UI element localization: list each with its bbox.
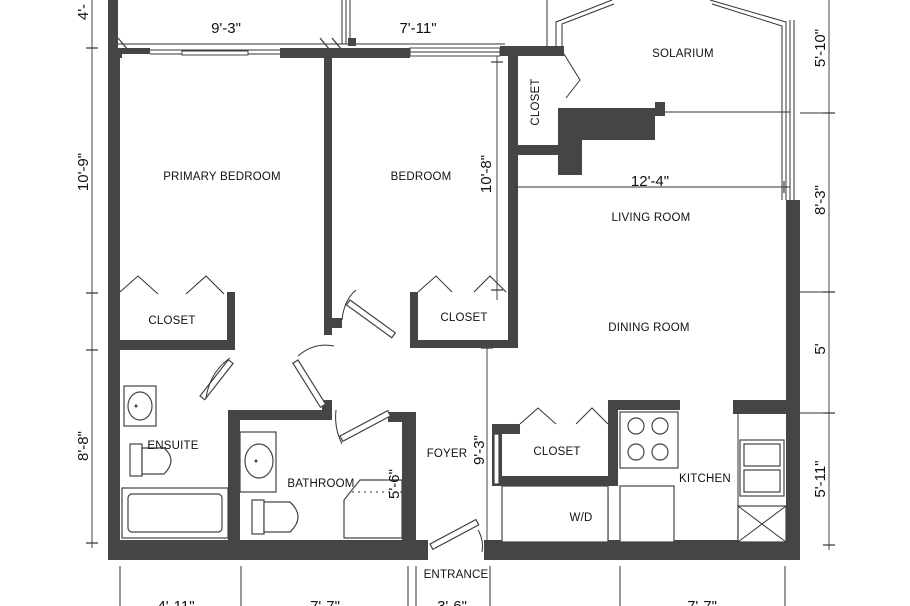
dining-room-label: DINING ROOM bbox=[608, 322, 689, 334]
dim-left-ensuite: 8'-8" bbox=[75, 431, 92, 461]
dim-right-solarium: 5'-10" bbox=[812, 29, 829, 67]
foyer-label: FOYER bbox=[427, 448, 468, 460]
dim-right-kitchen: 5'-11" bbox=[812, 460, 829, 497]
closet-primary-label: CLOSET bbox=[148, 315, 195, 327]
dim-shower: 5'-6" bbox=[386, 469, 403, 499]
dim-top-left-partial: 4'- bbox=[75, 4, 92, 20]
closet-bedroom-label: CLOSET bbox=[440, 312, 487, 324]
wd-label: W/D bbox=[570, 512, 593, 524]
upper-partial-walls bbox=[108, 0, 548, 48]
dimension-labels: 9'-3" 7'-11" 12'-4" 4'- 10'-9" 8'-8" 10'… bbox=[75, 4, 829, 606]
dim-bottom-1: 4'-11" bbox=[157, 598, 194, 606]
dim-living-width: 12'-4" bbox=[631, 173, 669, 190]
solarium-bay bbox=[514, 0, 795, 200]
dim-bottom-4: 7'-7" bbox=[687, 598, 717, 606]
entrance-label: ENTRANCE bbox=[424, 569, 489, 581]
primary-bedroom-label: PRIMARY BEDROOM bbox=[163, 171, 281, 183]
dim-top-primary: 9'-3" bbox=[211, 20, 241, 37]
dim-bedroom-depth: 10'-8" bbox=[478, 155, 495, 193]
windows bbox=[150, 47, 501, 57]
fixtures bbox=[121, 385, 787, 543]
bedroom-label: BEDROOM bbox=[391, 171, 452, 183]
living-room-label: LIVING ROOM bbox=[612, 212, 691, 224]
walls bbox=[108, 46, 800, 560]
dim-top-bedroom: 7'-11" bbox=[399, 20, 436, 37]
room-labels: SOLARIUM PRIMARY BEDROOM BEDROOM CLOSET … bbox=[147, 48, 731, 581]
bathroom-label: BATHROOM bbox=[287, 478, 354, 490]
solarium-label: SOLARIUM bbox=[652, 48, 714, 60]
dim-bottom-3: 3'-6" bbox=[437, 598, 467, 606]
dim-right-dining: 5' bbox=[812, 343, 829, 354]
dim-right-living: 8'-3" bbox=[812, 185, 829, 215]
kitchen-label: KITCHEN bbox=[679, 473, 731, 485]
doors bbox=[119, 53, 609, 553]
closet-top-label: CLOSET bbox=[530, 78, 542, 125]
dim-foyer-depth: 9'-3" bbox=[471, 435, 488, 465]
closet-foyer-label: CLOSET bbox=[533, 446, 580, 458]
ensuite-label: ENSUITE bbox=[147, 440, 198, 452]
dim-left-primary: 10'-9" bbox=[75, 153, 92, 191]
dim-bottom-2: 7'-7" bbox=[310, 598, 340, 606]
